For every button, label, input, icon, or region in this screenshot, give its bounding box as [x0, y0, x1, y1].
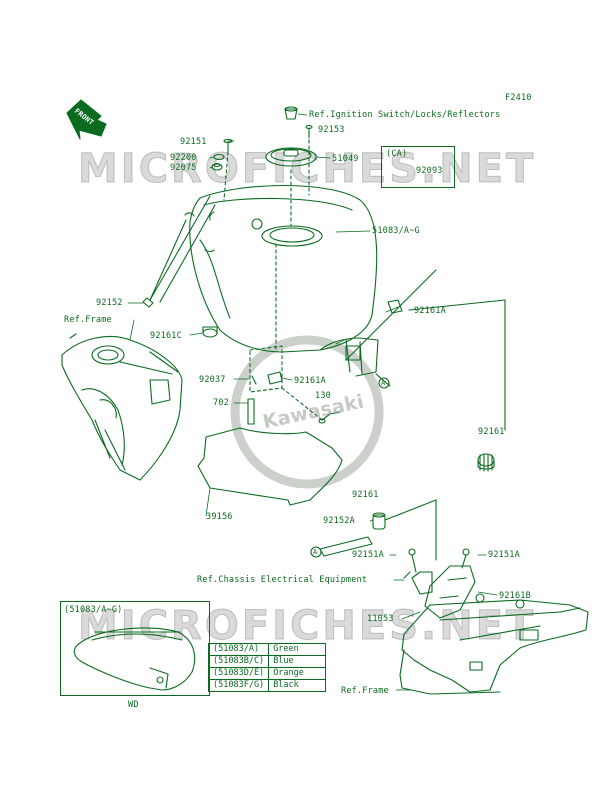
- hose-702-icon: [247, 398, 255, 425]
- bolt-92153-icon: [305, 124, 313, 139]
- label-702: 702: [213, 398, 229, 408]
- color-code-cell: (51083D/E): [207, 667, 270, 680]
- color-name-cell: Black: [268, 679, 327, 692]
- label-92037: 92037: [199, 375, 226, 385]
- pin-92037-icon: [251, 375, 257, 385]
- dashed-region-lines: [249, 345, 323, 421]
- leader-lines: [127, 113, 498, 691]
- label-ref-frame-bottom: Ref.Frame: [341, 686, 389, 696]
- damper-92075-icon: [211, 162, 223, 171]
- label-92151a-right: 92151A: [488, 550, 520, 560]
- damper-92161a-icon: [387, 299, 403, 314]
- label-92161-mid: 92161: [352, 490, 379, 500]
- bracket-assembly-icon: [403, 548, 476, 619]
- ca-inset-box: [381, 146, 455, 188]
- color-table: (51083/A) Green (51083B/C) Blue (51083D/…: [207, 643, 327, 692]
- color-name-cell: Green: [268, 643, 327, 656]
- label-wd: WD: [128, 700, 139, 710]
- color-code-cell: (51083B/C): [207, 655, 270, 668]
- label-92093: 92093: [416, 166, 443, 176]
- label-92151-top: 92151: [180, 137, 207, 147]
- table-row: (51083/A) Green: [207, 643, 327, 656]
- grommet-92161c-icon: [202, 326, 218, 338]
- label-92200: 92200: [170, 153, 197, 163]
- label-130: 130: [315, 391, 331, 401]
- wd-inset-box: [60, 601, 210, 696]
- washer-92200-icon: [213, 153, 225, 161]
- pad-39156-icon: [197, 427, 343, 506]
- pad-92161a-center-icon: [267, 371, 283, 385]
- label-ca: (CA): [386, 149, 408, 159]
- kawasaki-logo: [230, 335, 384, 489]
- color-code-cell: (51083/A): [207, 643, 270, 656]
- marker-a-lower: A: [313, 548, 318, 556]
- label-92153: 92153: [318, 125, 345, 135]
- table-row: (51083D/E) Orange: [207, 667, 327, 680]
- label-92075: 92075: [170, 163, 197, 173]
- marker-a-lower-icon: [310, 546, 322, 558]
- bolt-130-icon: [318, 411, 341, 424]
- color-name-cell: Blue: [268, 655, 327, 668]
- label-11053: 11053: [367, 614, 394, 624]
- label-92161-right: 92161: [478, 427, 505, 437]
- table-row: (51083F/G) Black: [207, 679, 327, 692]
- damper-92152-icon: [142, 297, 154, 308]
- shaft-92152a-icon: [319, 499, 437, 561]
- label-92151a-left: 92151A: [352, 550, 384, 560]
- label-39156: 39156: [206, 512, 233, 522]
- connection-lines: [149, 195, 506, 431]
- fuel-tank-icon: [184, 184, 379, 377]
- label-51049: 51049: [332, 154, 359, 164]
- label-inset-title: (51083/A~G): [64, 605, 123, 615]
- color-code-cell: (51083F/G): [207, 679, 270, 692]
- label-92161b: 92161B: [499, 591, 531, 601]
- dashed-leader-lines: [223, 139, 310, 351]
- marker-a-upper-icon: [378, 377, 390, 389]
- label-92152: 92152: [96, 298, 123, 308]
- label-ref-ignition: Ref.Ignition Switch/Locks/Reflectors: [309, 110, 501, 120]
- label-ref-chassis: Ref.Chassis Electrical Equipment: [197, 575, 368, 585]
- frame-left-icon: [61, 333, 183, 481]
- inset-tank-icon: [73, 627, 196, 691]
- frame-rear-icon: [399, 593, 589, 695]
- label-92152a: 92152A: [323, 516, 355, 526]
- marker-a-upper: A: [381, 379, 386, 387]
- table-row: (51083B/C) Blue: [207, 655, 327, 668]
- front-arrow-icon: [66, 99, 107, 140]
- label-92161a-right: 92161A: [414, 306, 446, 316]
- label-92161c: 92161C: [150, 331, 182, 341]
- grommet-92161-right-icon: [477, 453, 495, 472]
- color-name-cell: Orange: [268, 667, 327, 680]
- watermark-top: MICROFICHES.NET: [77, 146, 537, 193]
- label-ref-frame-left: Ref.Frame: [64, 315, 112, 325]
- label-51083: 51083/A~G: [372, 226, 420, 236]
- collar-92161-mid-icon: [372, 512, 386, 530]
- figure-code: F2410: [505, 93, 532, 103]
- label-92161a-center: 92161A: [294, 376, 326, 386]
